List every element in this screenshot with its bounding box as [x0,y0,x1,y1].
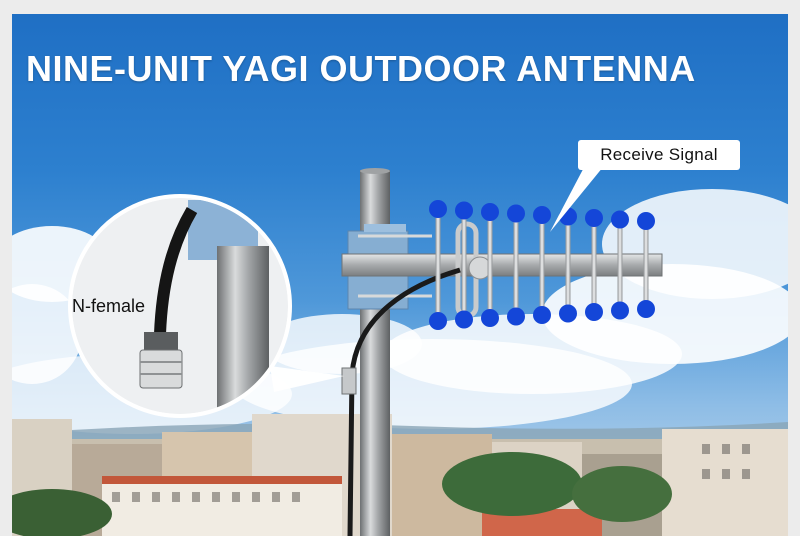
yagi-element-rod [513,213,519,317]
yagi-element-tip [637,212,655,230]
yagi-elements [429,200,655,330]
scene-graphic [12,156,788,536]
coax-cable [347,267,461,536]
yagi-element-tip [481,203,499,221]
yagi-element-tip [585,303,603,321]
headline: NINE-UNIT YAGI OUTDOOR ANTENNA [26,48,696,89]
yagi-element-rod [617,219,623,311]
yagi-element-rod [643,221,649,309]
yagi-element-rod [539,215,545,315]
yagi-element-tip [559,304,577,323]
yagi-element-tip [455,201,473,220]
yagi-element-rod [435,209,441,321]
scene: NINE-UNIT YAGI OUTDOOR ANTENNA Receive S… [12,14,788,536]
yagi-element-tip [429,200,447,218]
antenna-boom [341,253,663,277]
yagi-element-tip [533,206,551,224]
yagi-element-rod [487,212,493,318]
yagi-element-tip [507,204,525,223]
yagi-element-tip [637,300,655,318]
yagi-element-tip [611,210,629,229]
n-female-inset [68,194,344,418]
city [12,414,788,536]
yagi-element-tip [481,309,499,327]
callout-pointer [550,156,612,232]
n-female-label: N-female [72,296,146,316]
yagi-element-tip [429,312,447,330]
yagi-element-tip [585,209,603,227]
yagi-element-tip [533,306,551,324]
yagi-element-tip [455,310,473,329]
yagi-element-rod [591,218,597,312]
yagi-element-tip [611,301,629,320]
receive-signal-callout: Receive Signal [578,140,740,170]
cable-connector [341,367,357,395]
yagi-element-rod [461,210,467,320]
yagi-element-tip [507,307,525,326]
yagi-element-rod [565,216,571,314]
